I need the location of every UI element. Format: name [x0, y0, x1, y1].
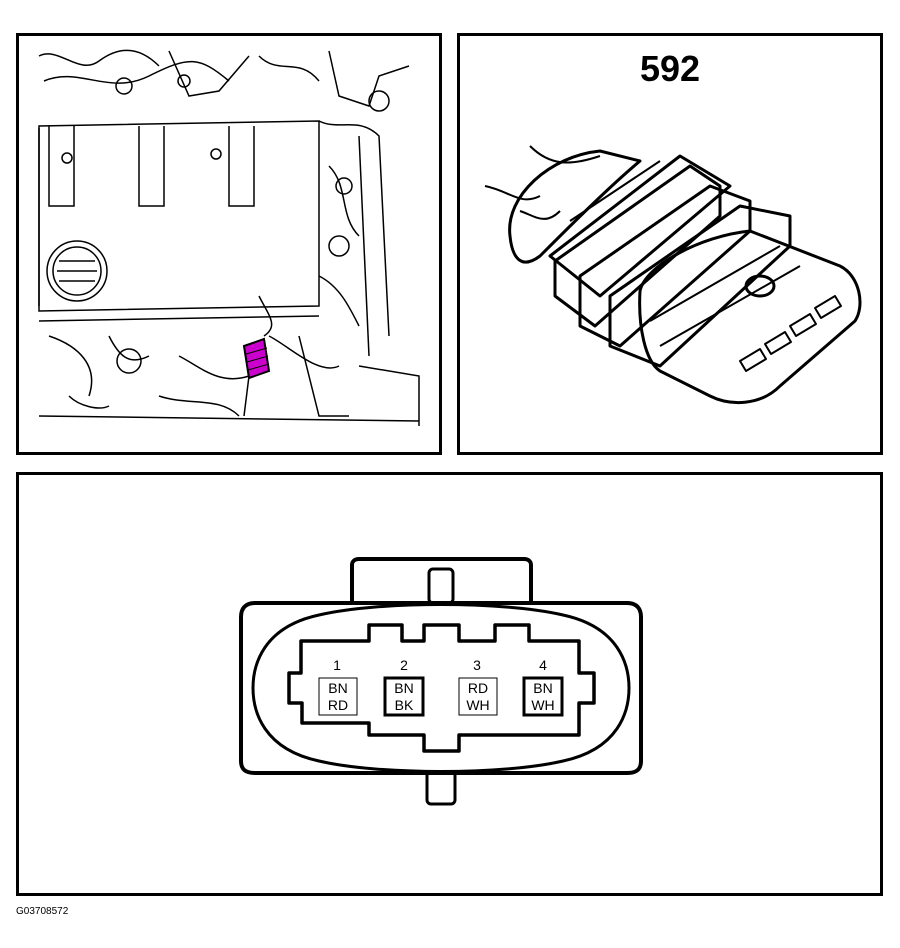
pin-1-color-top: BN [328, 680, 347, 696]
pin-4: 4 BN WH [522, 657, 564, 717]
pinout-drawing: 1 BN RD 2 BN BK 3 RD WH 4 BN WH [239, 557, 643, 806]
pin-4-color-top: BN [533, 680, 552, 696]
connector-face-outline [239, 557, 643, 806]
pin-1: 1 BN RD [318, 657, 358, 716]
connector-view-panel: 592 [457, 33, 883, 455]
connector-outline [484, 145, 862, 405]
pin-3: 3 RD WH [458, 657, 498, 716]
engine-location-panel [16, 33, 442, 455]
pin-3-number: 3 [473, 657, 481, 673]
pin-1-number: 1 [333, 657, 341, 673]
connector-number: 592 [639, 48, 701, 89]
pin-4-box [522, 676, 564, 717]
pin-4-number: 4 [539, 657, 547, 673]
pin-1-color-bottom: RD [328, 697, 348, 713]
connector-drawing [484, 145, 862, 405]
pin-2: 2 BN BK [383, 657, 425, 717]
pin-2-number: 2 [400, 657, 408, 673]
pin-2-box [383, 676, 425, 717]
pin-3-color-top: RD [468, 680, 488, 696]
figure-code: G03708572 [16, 906, 69, 917]
engine-bay-drawing [38, 49, 420, 426]
pin-3-color-bottom: WH [466, 697, 489, 713]
pin-1-box [318, 677, 358, 716]
marker-hatching [245, 347, 270, 371]
pin-2-color-top: BN [394, 680, 413, 696]
pinout-panel: 1 BN RD 2 BN BK 3 RD WH 4 BN WH [16, 472, 883, 896]
pin-2-color-bottom: BK [395, 697, 414, 713]
engine-lines [38, 49, 420, 426]
connector-location-marker [242, 337, 271, 380]
pin-4-color-bottom: WH [531, 697, 554, 713]
pin-3-box [458, 677, 498, 716]
